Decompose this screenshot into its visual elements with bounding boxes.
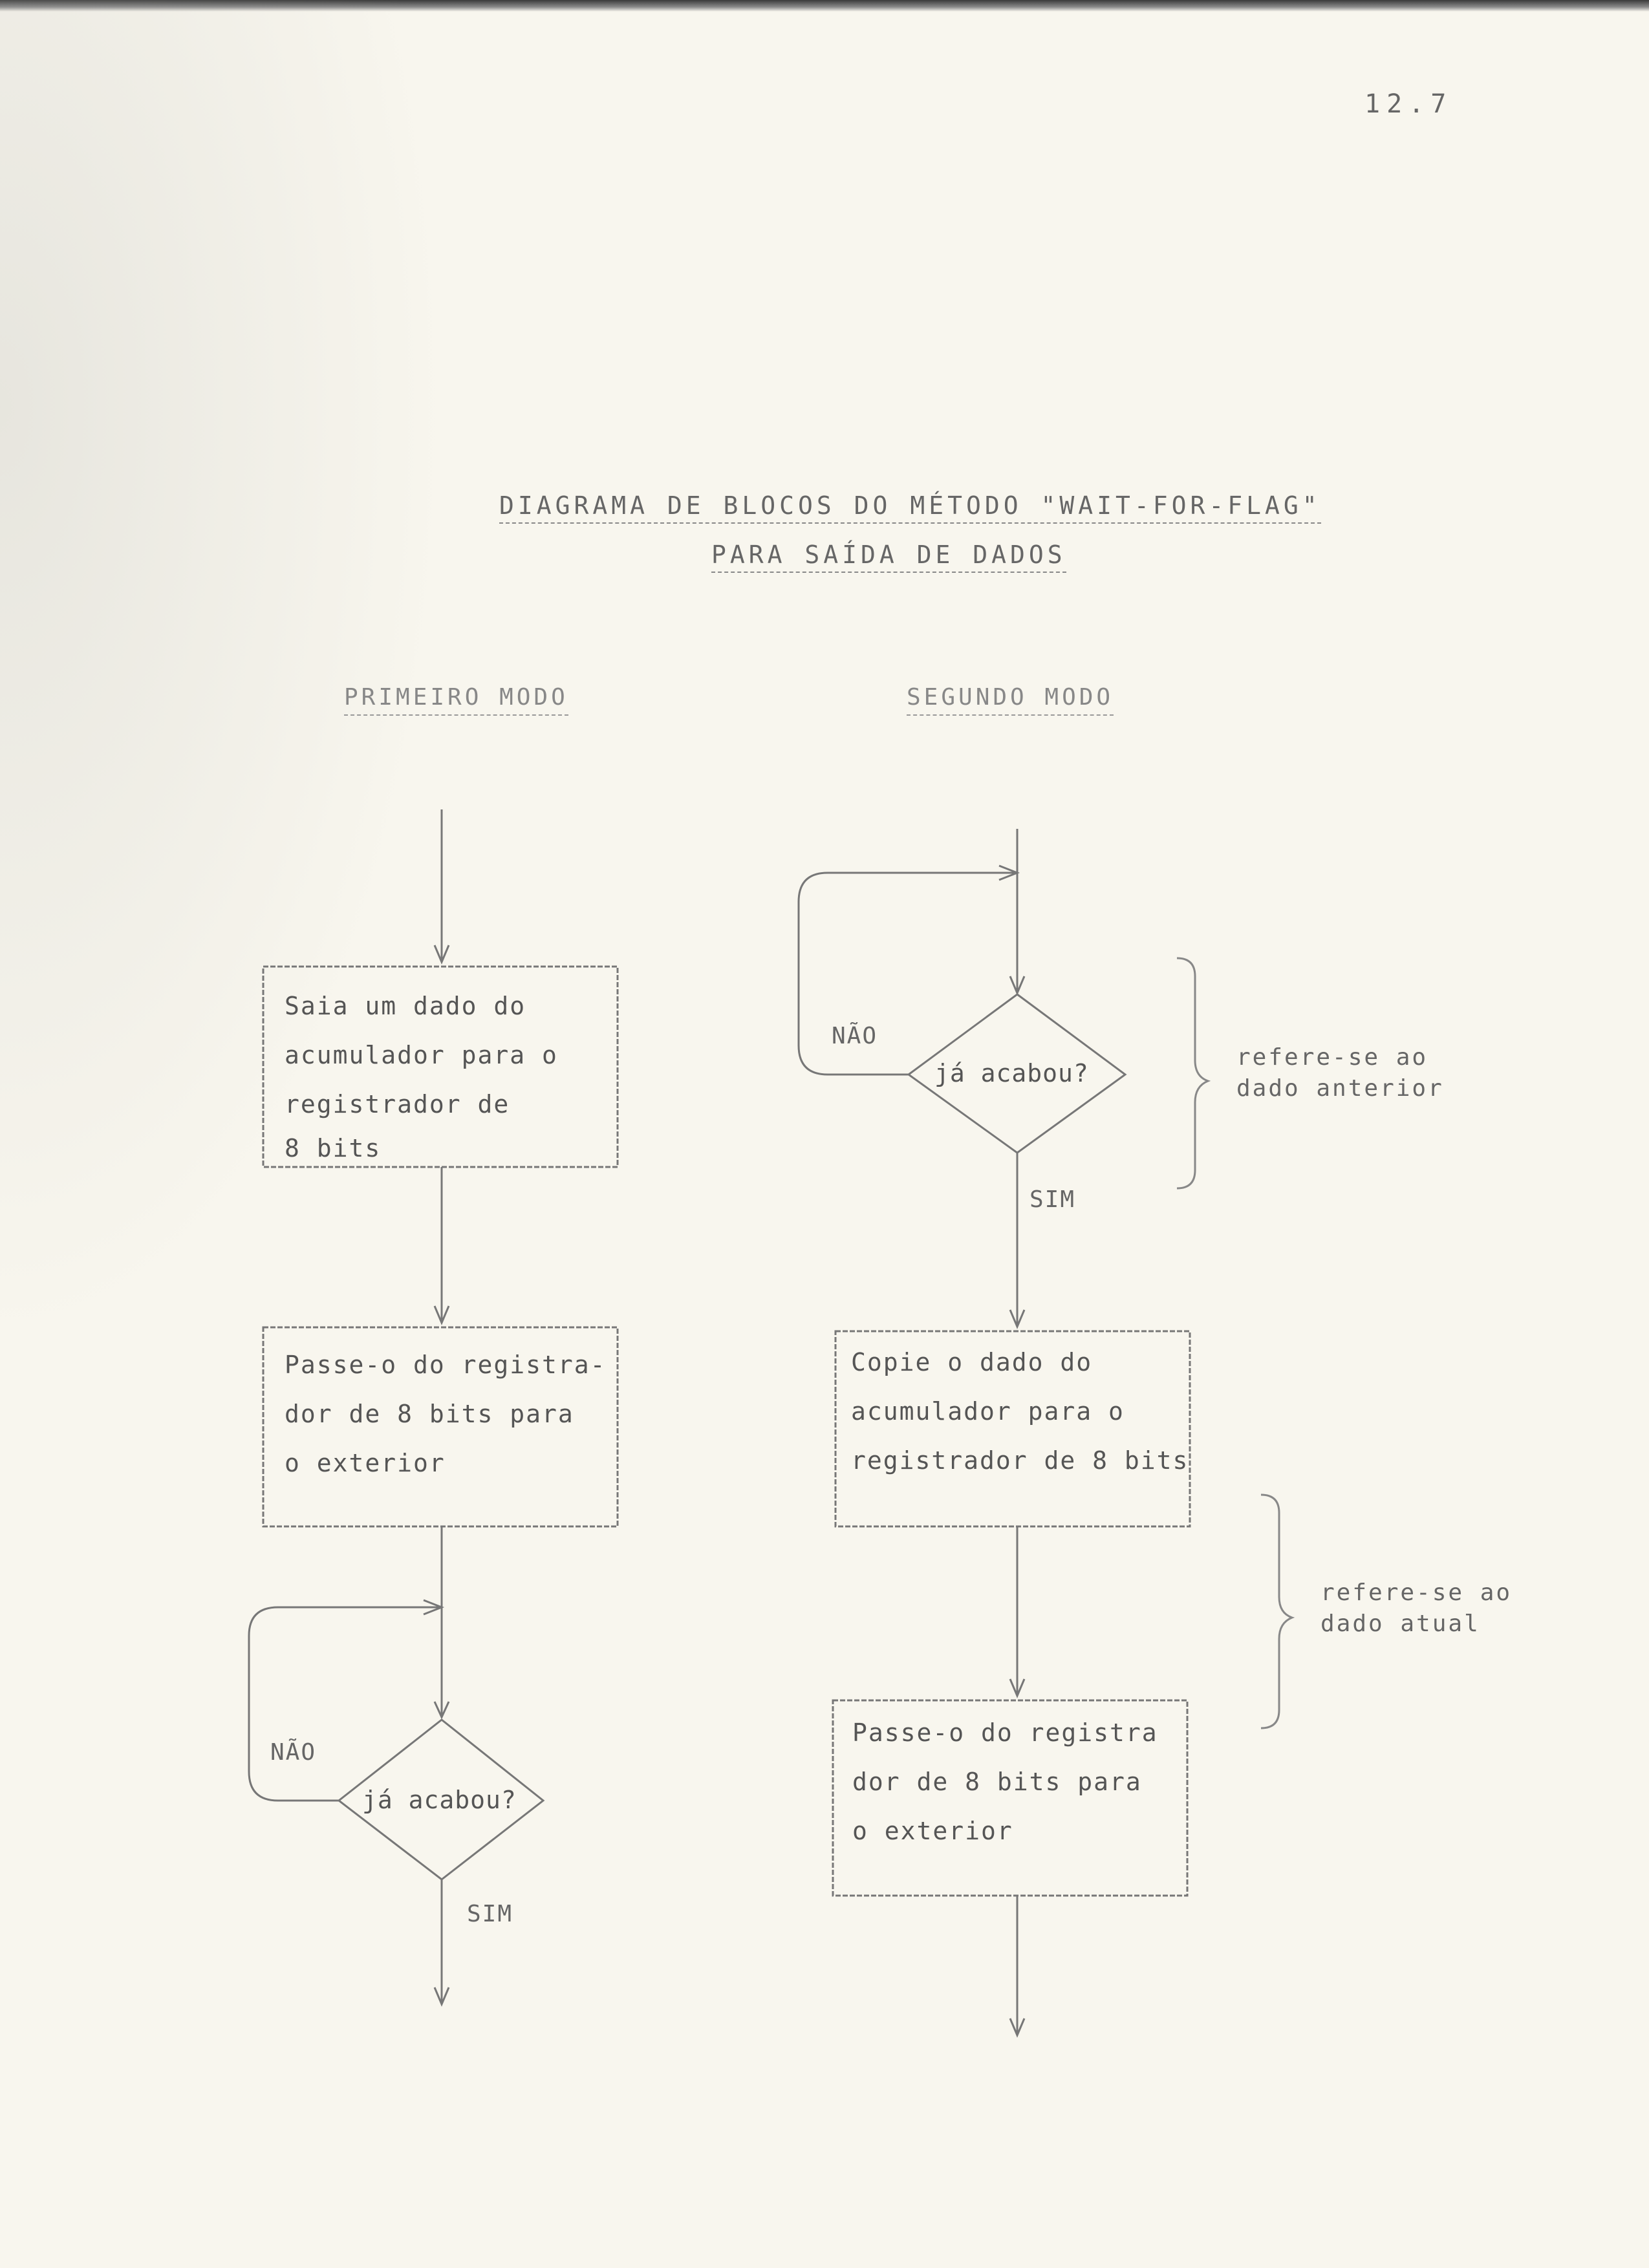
second-no-label: NÃO xyxy=(832,1023,878,1049)
first-decision-text: já acabou? xyxy=(362,1786,517,1814)
second-mode-heading: SEGUNDO MODO xyxy=(907,684,1114,716)
second-entry-arrow xyxy=(1009,976,1026,996)
note-current-line: refere-se ao xyxy=(1320,1579,1513,1606)
first-no-loop-arrow xyxy=(423,1599,445,1616)
first-box1-line: registrador de xyxy=(285,1090,510,1118)
first-entry-arrow xyxy=(433,945,450,965)
second-box2-line: Passe-o do registra xyxy=(852,1718,1158,1747)
title-line-2: PARA SAÍDA DE DADOS xyxy=(711,540,1066,573)
note-previous-data: refere-se ao dado anterior xyxy=(1236,1042,1444,1104)
first-yes-label: SIM xyxy=(467,1901,513,1927)
first-mode-flow xyxy=(248,809,619,2007)
brace-previous-data xyxy=(1176,957,1211,1190)
page-top-edge xyxy=(0,0,1649,12)
first-box2-text: Passe-o do registra- dor de 8 bits para … xyxy=(285,1340,607,1488)
note-current-data: refere-se ao dado atual xyxy=(1320,1578,1512,1640)
page-number: 12.7 xyxy=(1364,89,1453,119)
second-connector-1-arrow xyxy=(1009,1309,1026,1329)
first-box2-line: dor de 8 bits para xyxy=(285,1400,574,1428)
brace-current-data xyxy=(1260,1493,1295,1729)
first-no-label: NÃO xyxy=(270,1739,317,1766)
first-exit-arrow xyxy=(433,1987,450,2007)
second-box1-line: Copie o dado do xyxy=(851,1348,1093,1376)
second-box1-frame xyxy=(834,1330,1191,1528)
first-box1-line: Saia um dado do xyxy=(285,992,526,1020)
second-box1-line: acumulador para o xyxy=(851,1397,1125,1426)
first-box1-text: Saia um dado do acumulador para o regist… xyxy=(285,981,558,1168)
second-no-loop-arrow xyxy=(998,864,1020,881)
first-mode-heading: PRIMEIRO MODO xyxy=(344,684,568,716)
second-box1-line: registrador de 8 bits xyxy=(851,1446,1189,1475)
first-connector-2-arrow xyxy=(433,1701,450,1720)
first-no-loop xyxy=(248,1606,442,1802)
first-box2-line: Passe-o do registra- xyxy=(285,1351,607,1379)
second-box2-text: Passe-o do registra dor de 8 bits para o… xyxy=(852,1708,1158,1856)
first-box1-line: 8 bits xyxy=(285,1134,382,1162)
first-box2-line: o exterior xyxy=(285,1449,446,1477)
note-previous-line: refere-se ao xyxy=(1236,1044,1428,1071)
second-mode-flow xyxy=(797,829,1295,2038)
second-box1-text: Copie o dado do acumulador para o regist… xyxy=(851,1338,1189,1485)
second-yes-label: SIM xyxy=(1029,1186,1076,1213)
first-box2-frame xyxy=(262,1326,619,1528)
note-previous-line: dado anterior xyxy=(1236,1075,1444,1102)
second-box2-line: o exterior xyxy=(852,1817,1013,1845)
first-connector-1-arrow xyxy=(433,1305,450,1325)
note-current-line: dado atual xyxy=(1320,1610,1480,1637)
second-box2-frame xyxy=(832,1699,1189,1897)
second-decision-text: já acabou? xyxy=(934,1059,1089,1087)
title-line-1: DIAGRAMA DE BLOCOS DO MÉTODO "WAIT-FOR-F… xyxy=(499,491,1321,524)
first-box1-line: acumulador para o xyxy=(285,1041,558,1069)
second-connector-2-arrow xyxy=(1009,1678,1026,1698)
second-exit-arrow xyxy=(1009,2018,1026,2038)
second-box2-line: dor de 8 bits para xyxy=(852,1768,1142,1796)
second-no-loop xyxy=(797,872,1017,1076)
